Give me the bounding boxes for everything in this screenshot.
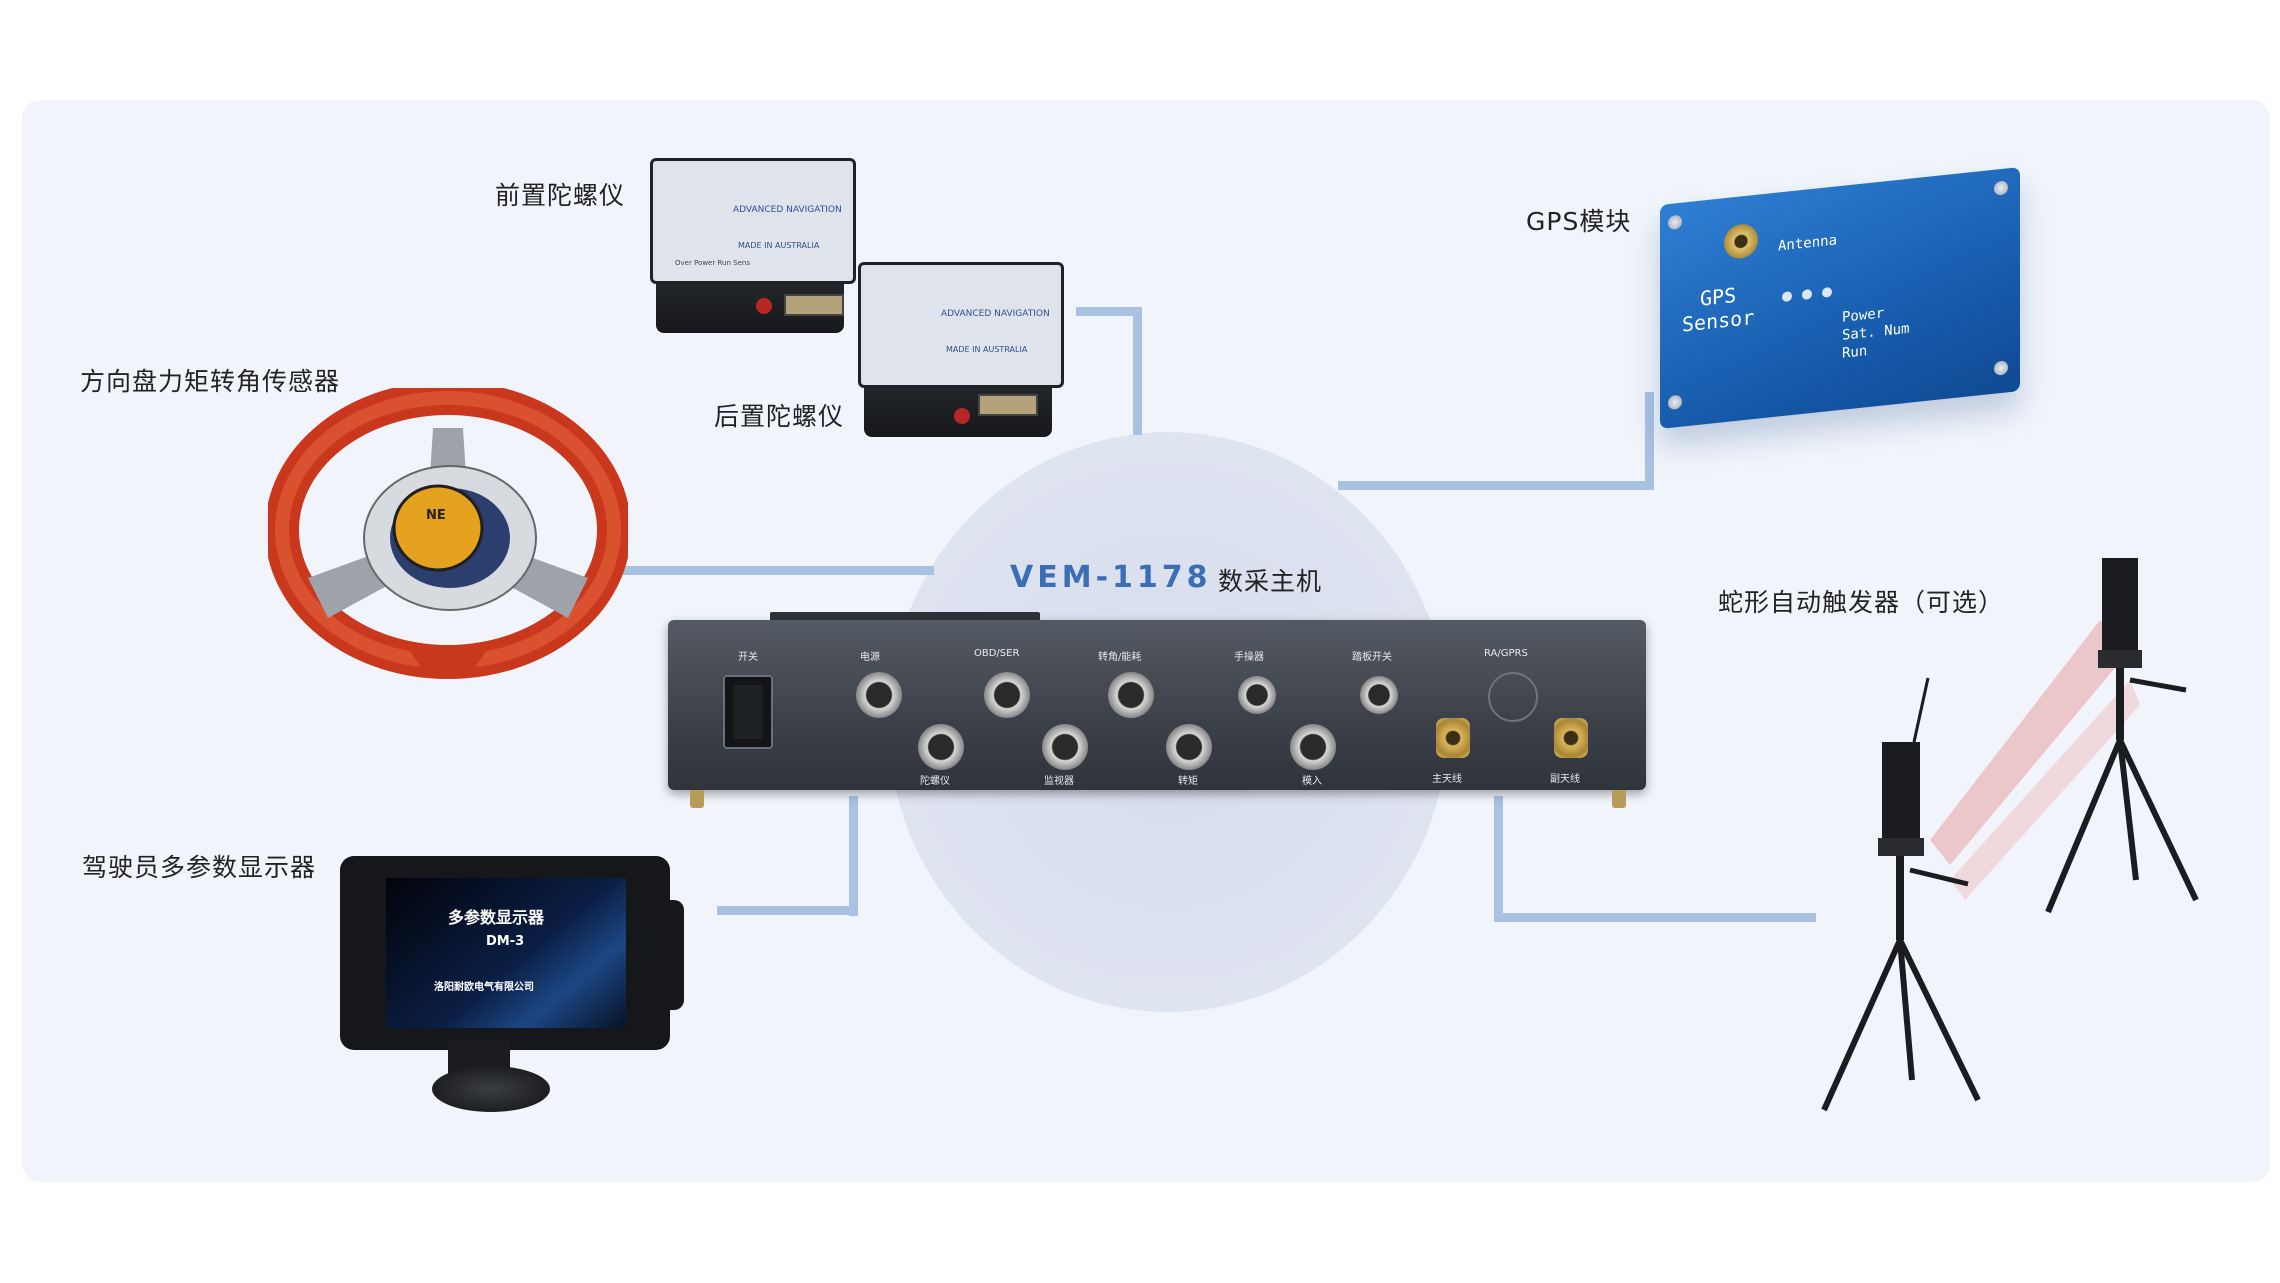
display-line2: DM-3 [486,934,525,949]
power-switch[interactable] [723,675,773,749]
gyro-origin: MADE IN AUSTRALIA [738,241,820,250]
connector-gyro-v [1133,307,1142,435]
steering-wheel-image [268,388,628,679]
obd-port[interactable] [984,672,1030,718]
gyro-connector-rear [978,394,1038,416]
gyro-brand-rear: ADVANCED NAVIGATION [941,309,1050,319]
connector-gps-h [1338,481,1654,490]
port-label-monitor: 监视器 [1044,776,1074,787]
power-port[interactable] [856,672,902,718]
front-gyro-device: ADVANCED NAVIGATION MADE IN AUSTRALIA Ov… [650,158,856,333]
driver-display: 多参数显示器 DM-3 洛阳耐欧电气有限公司 [340,856,670,1050]
antenna-connector-icon [1724,222,1758,261]
connector-display-v [849,796,858,916]
label-display: 驾驶员多参数显示器 [82,853,317,882]
connector-display-h [717,906,858,915]
display-line3: 洛阳耐欧电气有限公司 [434,982,534,993]
gyro-port-names: Over Power Run Sens [675,259,750,267]
monitor-port[interactable] [1042,724,1088,770]
gyro-red-port-rear [954,408,970,424]
torque-port[interactable] [1166,724,1212,770]
label-front-gyro: 前置陀螺仪 [495,181,626,210]
connector-gyro-h [1076,307,1142,316]
port-label-power: 电源 [860,652,880,663]
trigger-tripods-image [1821,558,2199,1112]
label-steering: 方向盘力矩转角传感器 [80,367,341,396]
port-label-controller: 手操器 [1234,652,1264,663]
display-suction-mount [432,1066,550,1112]
unit-foot-right [1612,790,1626,808]
connector-steering [612,566,934,575]
port-label-torque: 转矩 [1178,776,1198,787]
rear-gyro-device: ADVANCED NAVIGATION MADE IN AUSTRALIA [858,262,1064,437]
steering-badge: NE [426,508,446,523]
port-label-pedal: 踏板开关 [1352,652,1392,663]
gps-antenna-label: Antenna [1778,232,1838,255]
label-rear-gyro: 后置陀螺仪 [714,402,845,431]
gyro-origin-rear: MADE IN AUSTRALIA [946,345,1028,354]
gps-led-power: Power [1842,305,1885,326]
unit-model: VEM-1178 [1010,560,1212,595]
display-line1: 多参数显示器 [448,908,545,927]
port-label-gyro: 陀螺仪 [920,776,950,787]
port-label-obd: OBD/SER [974,648,1020,659]
gps-device: Antenna GPS Sensor Power Sat. Num Run [1660,167,2020,429]
aux-antenna-port[interactable] [1554,718,1588,758]
connector-gps-v [1645,392,1654,490]
unit-handle [770,612,1040,622]
gps-title-2: Sensor [1682,305,1755,337]
main-unit: 开关 电源 OBD/SER 转角/能耗 手操器 踏板开关 RA/GPRS 陀螺仪… [668,620,1646,790]
display-side-tab [652,900,684,1010]
unit-name: 数采主机 [1218,567,1323,596]
label-trigger: 蛇形自动触发器（可选） [1718,588,2005,617]
main-antenna-port[interactable] [1436,718,1470,758]
port-label-switch: 开关 [738,652,758,663]
analog-port[interactable] [1290,724,1336,770]
connector-trigger-h [1494,913,1816,922]
angle-port[interactable] [1108,672,1154,718]
gyro-red-port [756,298,772,314]
port-label-analog: 模入 [1302,776,1322,787]
gyro-brand: ADVANCED NAVIGATION [733,205,842,215]
pedal-port[interactable] [1360,676,1398,714]
gyro-port[interactable] [918,724,964,770]
port-label-aux-antenna: 副天线 [1550,774,1580,785]
port-label-angle: 转角/能耗 [1098,652,1142,663]
gyro-connector [784,294,844,316]
port-label-main-antenna: 主天线 [1432,774,1462,785]
unit-foot-left [690,790,704,808]
controller-port[interactable] [1238,676,1276,714]
port-label-ra: RA/GPRS [1484,648,1528,659]
label-gps: GPS模块 [1526,207,1632,236]
ra-gprs-port[interactable] [1488,672,1538,722]
gps-led-run: Run [1842,343,1868,362]
display-screen: 多参数显示器 DM-3 洛阳耐欧电气有限公司 [386,878,626,1028]
connector-trigger-v [1494,796,1503,922]
